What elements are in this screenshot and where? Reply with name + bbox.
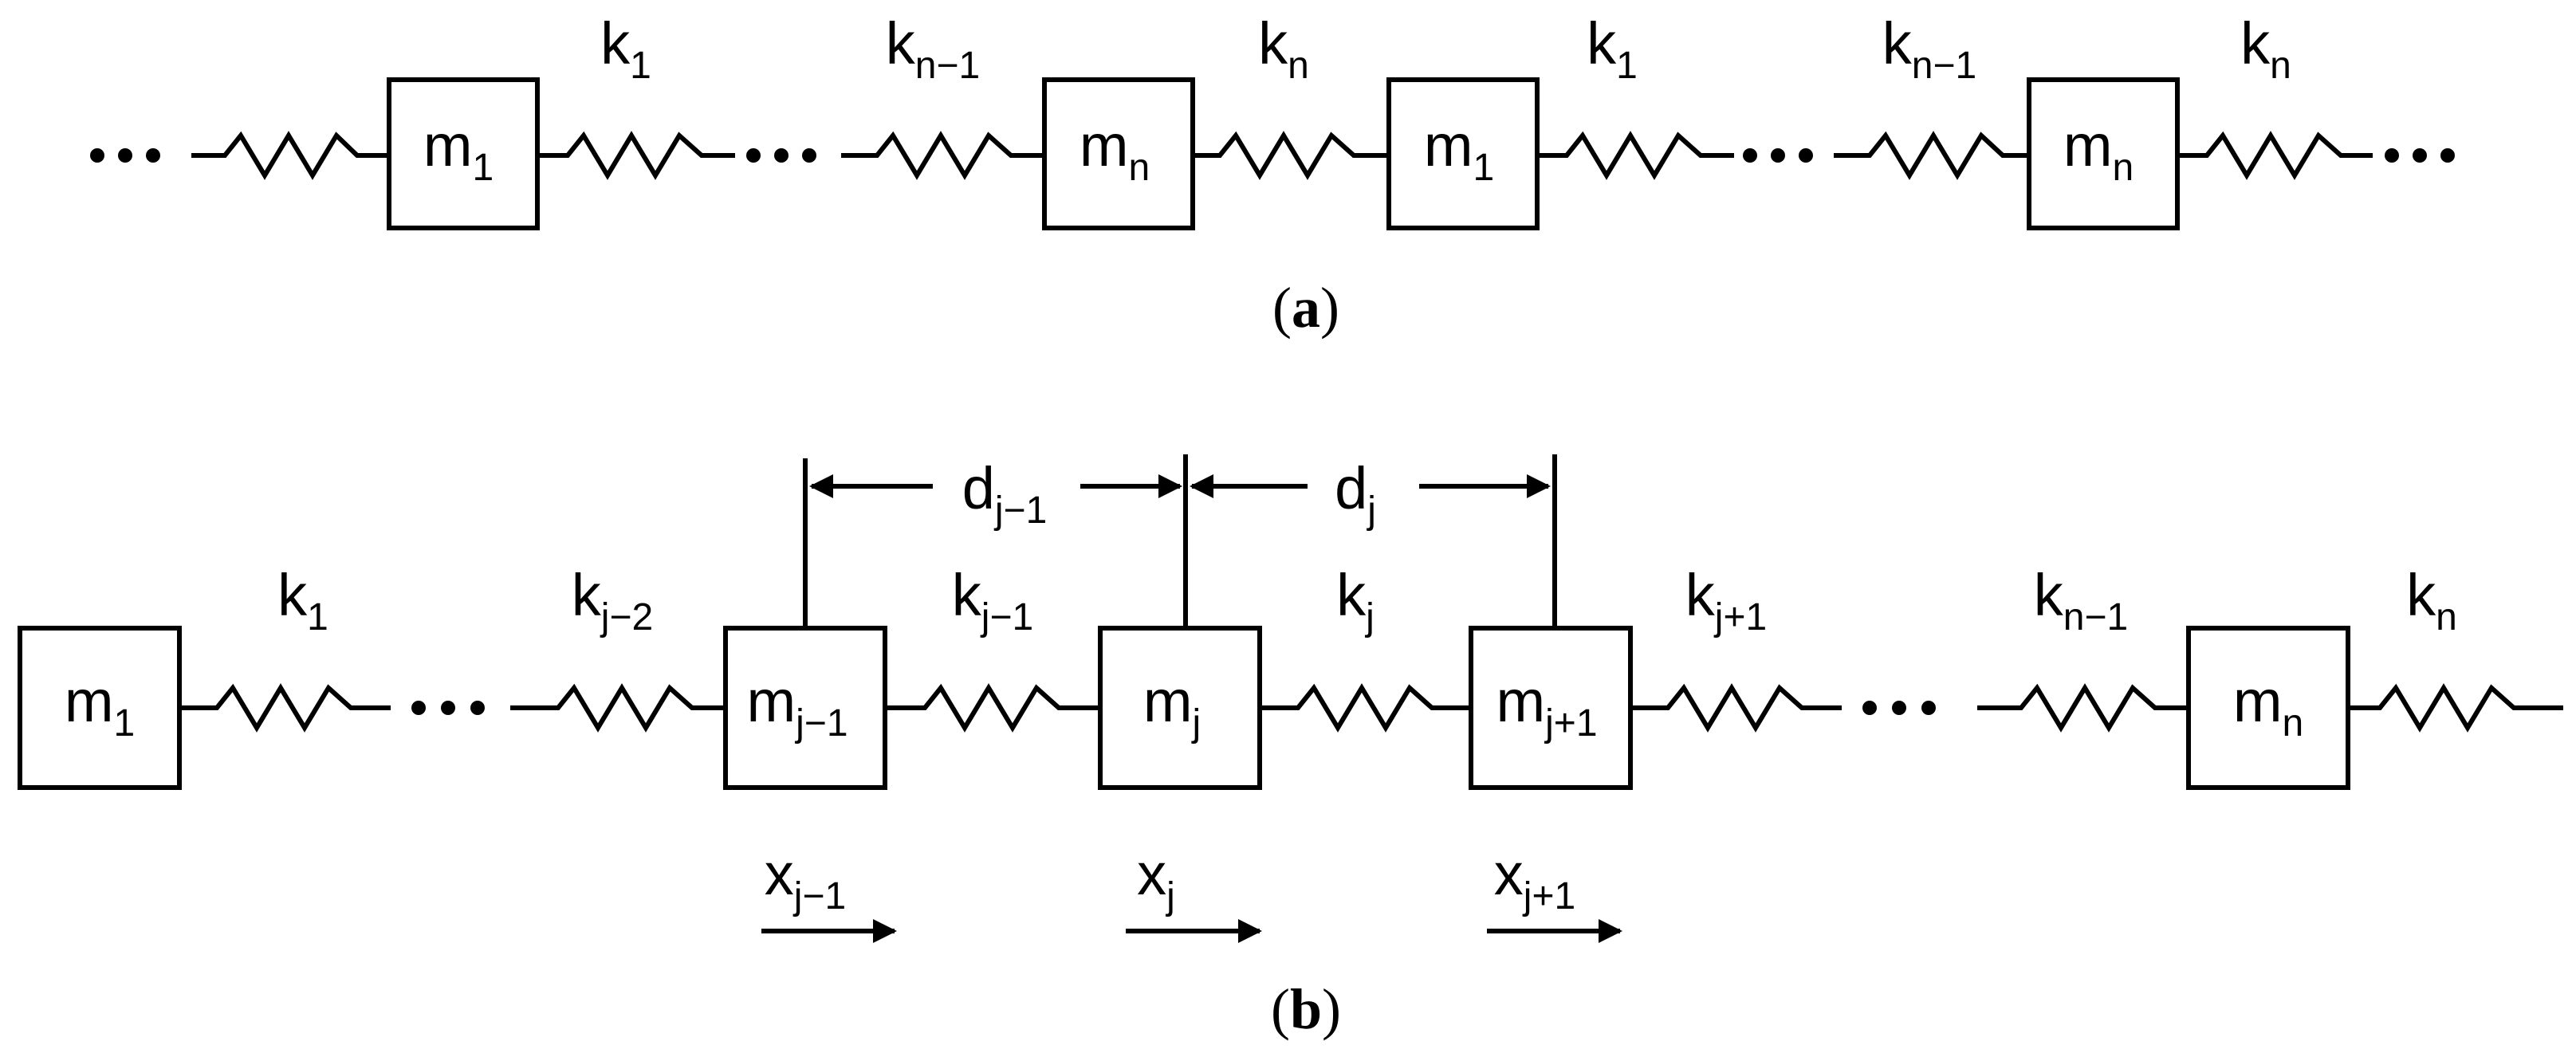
panel-a: m1 k1 kn−1 mn kn m1 [90,10,2455,340]
mass-a-2-label: mn [1080,112,1150,189]
mass-b-4-label: mj+1 [1496,668,1597,745]
spring-b-kj-label: kj [1336,562,1375,638]
mass-a-3-label: m1 [1424,112,1494,189]
spring-a-kn-1-first [841,131,1044,180]
spring-a-kn-1-first-label: kn−1 [886,10,980,87]
panel-b: dj−1 dj m1 k1 kj−2 mj−1 [18,454,2563,1041]
spring-a-k1-first [537,131,735,180]
ellipsis-a-left [90,148,160,163]
spring-a-kn-second-label: kn [2240,10,2291,87]
spring-b-kj-2 [510,683,726,733]
ellipsis-a-mid-2 [1743,148,1813,163]
distance-label-dj-1: dj−1 [962,455,1048,532]
spring-a-k1-first-label: k1 [600,10,651,87]
ellipsis-a-mid-1 [746,148,816,163]
mass-b-3-label: mj [1143,668,1201,745]
spring-b-kj+1-label: kj+1 [1685,562,1767,638]
mass-b-2-box [723,626,887,790]
spring-b-kn-1 [1977,683,2189,733]
spring-a-kn-1-second [1834,131,2029,180]
ellipsis-b-right [1862,701,1936,715]
ellipsis-a-right [2385,148,2455,163]
spring-b-kj-2-label: kj−2 [572,562,653,638]
spring-b-kn [2348,683,2563,733]
mass-b-5-box [2186,626,2350,790]
distance-label-dj: dj [1335,455,1376,532]
panel-b-caption: (b) [1271,977,1341,1041]
spring-a-k1-second [1537,131,1734,180]
spring-b-kn-1-label: kn−1 [2034,562,2128,638]
spring-a-kn-first-label: kn [1258,10,1309,87]
displacement-label-xj-1: xj−1 [765,841,846,917]
spring-b-kj-1-label: kj−1 [952,562,1033,638]
spring-b-kn-label: kn [2406,562,2457,638]
mass-a-3-box [1386,77,1540,230]
spring-a-kn-1-second-label: kn−1 [1882,10,1976,87]
spring-b-k1 [179,683,391,733]
mass-a-4-box [2027,77,2180,230]
spring-b-kj [1260,683,1471,733]
spring-a-kn-first [1193,131,1389,180]
mass-b-5-label: mn [2233,668,2303,745]
mass-a-1-box [387,77,540,230]
spring-b-kj-1 [885,683,1100,733]
spring-a-0 [191,131,389,180]
displacement-label-xj+1: xj+1 [1494,841,1575,917]
mass-a-1-label: m1 [423,112,494,189]
panel-a-caption: (a) [1272,276,1339,340]
ellipsis-b-left [411,701,485,715]
mass-b-1-label: m1 [65,668,135,745]
mass-b-1-box [18,626,182,790]
displacement-label-xj: xj [1137,841,1175,917]
spring-b-kj+1 [1630,683,1842,733]
spring-a-k1-second-label: k1 [1587,10,1638,87]
spring-a-kn-second [2177,131,2373,180]
mass-a-4-label: mn [2063,112,2134,189]
spring-b-k1-label: k1 [277,562,328,638]
mass-b-2-label: mj−1 [746,668,848,745]
